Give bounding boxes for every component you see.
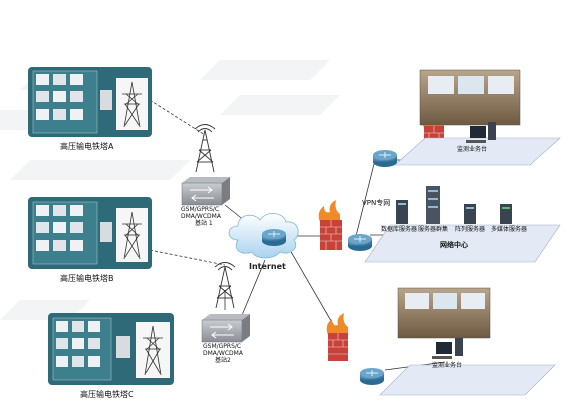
router-icon [373, 150, 397, 167]
device-icon [36, 240, 49, 251]
device-icon [72, 356, 84, 367]
device-icon [88, 356, 100, 367]
device-icon [36, 74, 49, 85]
device-icon [88, 321, 100, 332]
device-icon [56, 321, 68, 332]
cell-tower-icon [194, 124, 216, 173]
base-station-switch-2 [201, 314, 250, 343]
device-icon [36, 91, 49, 102]
device-icon [53, 91, 66, 102]
tower-a-label: 高压输电铁塔A [60, 142, 114, 151]
database-server-icon [396, 200, 408, 224]
base-station-1-label: GSM/GPRS/C DMA/WCDMA 基站 1 [181, 206, 221, 227]
monitor-desk-top-label: 监测业务台 [457, 146, 488, 153]
device-icon [70, 205, 83, 216]
firewall-icon [326, 313, 348, 361]
device-icon [53, 205, 66, 216]
vpn-label: VPN专网 [362, 199, 391, 207]
tower-photo [136, 322, 170, 378]
server-cluster-icon [426, 186, 440, 224]
device-icon [53, 222, 66, 233]
cell-tower-icon [214, 262, 236, 309]
device-icon [72, 321, 84, 332]
network-center-label: 网络中心 [440, 241, 468, 249]
pylon-icon [122, 211, 142, 260]
tower-panel-a [28, 67, 152, 137]
device-icon [56, 338, 68, 349]
device-icon [70, 222, 83, 233]
pylon-icon [143, 325, 163, 376]
monitoring-room-bottom [379, 287, 556, 396]
device-icon [36, 205, 49, 216]
computer-tower-icon [488, 122, 496, 140]
device-icon [72, 338, 84, 349]
computer-tower-icon [455, 338, 463, 356]
base-station-2-line3: 基站2 [215, 357, 231, 364]
pylon-icon [122, 81, 142, 128]
server-label-multimedia: 多媒体服务器 [491, 226, 528, 233]
controller-box-icon [100, 222, 112, 242]
base-station-2-line1: GSM/GPRS/C [203, 343, 242, 350]
tower-b-label: 高压输电铁塔B [60, 274, 114, 283]
device-icon [36, 222, 49, 233]
device-icon [53, 240, 66, 251]
server-label-array: 阵列服务器 [455, 226, 486, 233]
device-icon [56, 356, 68, 367]
keyboard-icon [466, 140, 486, 143]
router-icon [262, 229, 286, 246]
internet-label: Internet [249, 262, 286, 271]
device-icon [70, 91, 83, 102]
controller-box-icon [116, 336, 130, 358]
device-icon [70, 240, 83, 251]
data-center [364, 186, 561, 263]
base-station-2-label: GSM/GPRS/C DMA/WCDMA 基站2 [203, 343, 243, 364]
router-icon [348, 234, 372, 251]
server-label-cluster: 服务器群集 [418, 226, 449, 233]
tower-panel-c [48, 313, 174, 385]
device-icon [70, 74, 83, 85]
monitor-icon [470, 126, 486, 138]
tower-c-label: 高压输电铁塔C [80, 390, 134, 399]
router-icon [360, 368, 384, 385]
base-station-1-line3: 基站 1 [195, 220, 213, 227]
server-label-database: 数据库服务器 [381, 226, 418, 233]
monitor-desk-bottom-label: 监测业务台 [432, 362, 463, 369]
base-station-switch-1 [181, 177, 230, 206]
base-station-1-line2: DMA/WCDMA [181, 213, 221, 220]
device-icon [36, 109, 49, 120]
keyboard-icon [432, 356, 452, 359]
monitor-icon [436, 342, 452, 354]
tower-panel-b [28, 197, 152, 269]
base-station-1-line1: GSM/GPRS/C [181, 206, 220, 213]
monitoring-room-top [394, 69, 561, 166]
device-icon [53, 74, 66, 85]
device-icon [53, 109, 66, 120]
firewall-icon [318, 200, 342, 250]
device-icon [70, 109, 83, 120]
device-icon [88, 338, 100, 349]
base-station-2-line2: DMA/WCDMA [203, 350, 243, 357]
controller-box-icon [100, 90, 112, 110]
